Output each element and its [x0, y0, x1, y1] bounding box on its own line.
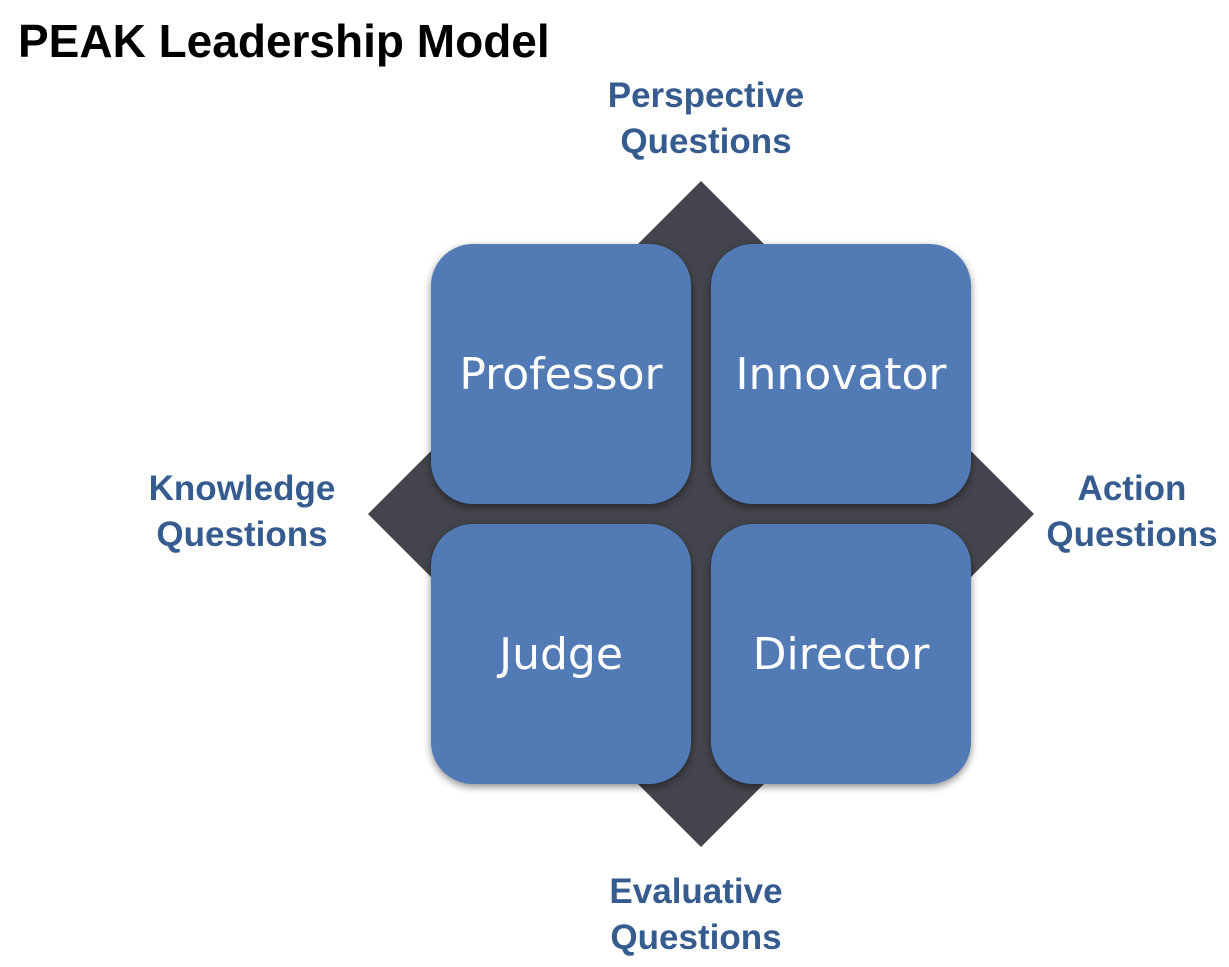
- quadrant-professor-label: Professor: [459, 348, 663, 400]
- axis-label-bottom-line1: Evaluative: [609, 872, 783, 911]
- axis-label-top-line1: Perspective: [607, 76, 805, 115]
- axis-label-left: Knowledge Questions: [92, 466, 392, 558]
- axis-label-left-line1: Knowledge: [148, 469, 336, 508]
- axis-label-top-line2: Questions: [620, 122, 792, 161]
- quadrant-director-label: Director: [752, 628, 930, 680]
- axis-label-bottom-line2: Questions: [610, 918, 782, 957]
- quadrant-judge-label: Judge: [499, 628, 623, 680]
- quadrant-innovator: Innovator: [711, 244, 971, 504]
- axis-label-right-line1: Action: [1077, 469, 1187, 508]
- axis-label-bottom: Evaluative Questions: [546, 869, 846, 961]
- quadrant-director: Director: [711, 524, 971, 784]
- page-title: PEAK Leadership Model: [18, 15, 550, 67]
- axis-label-top: Perspective Questions: [556, 73, 856, 165]
- axis-label-right: Action Questions: [982, 466, 1229, 558]
- axis-label-right-line2: Questions: [1046, 515, 1218, 554]
- axis-label-left-line2: Questions: [156, 515, 328, 554]
- quadrant-professor: Professor: [431, 244, 691, 504]
- quadrant-judge: Judge: [431, 524, 691, 784]
- quadrant-innovator-label: Innovator: [735, 348, 947, 400]
